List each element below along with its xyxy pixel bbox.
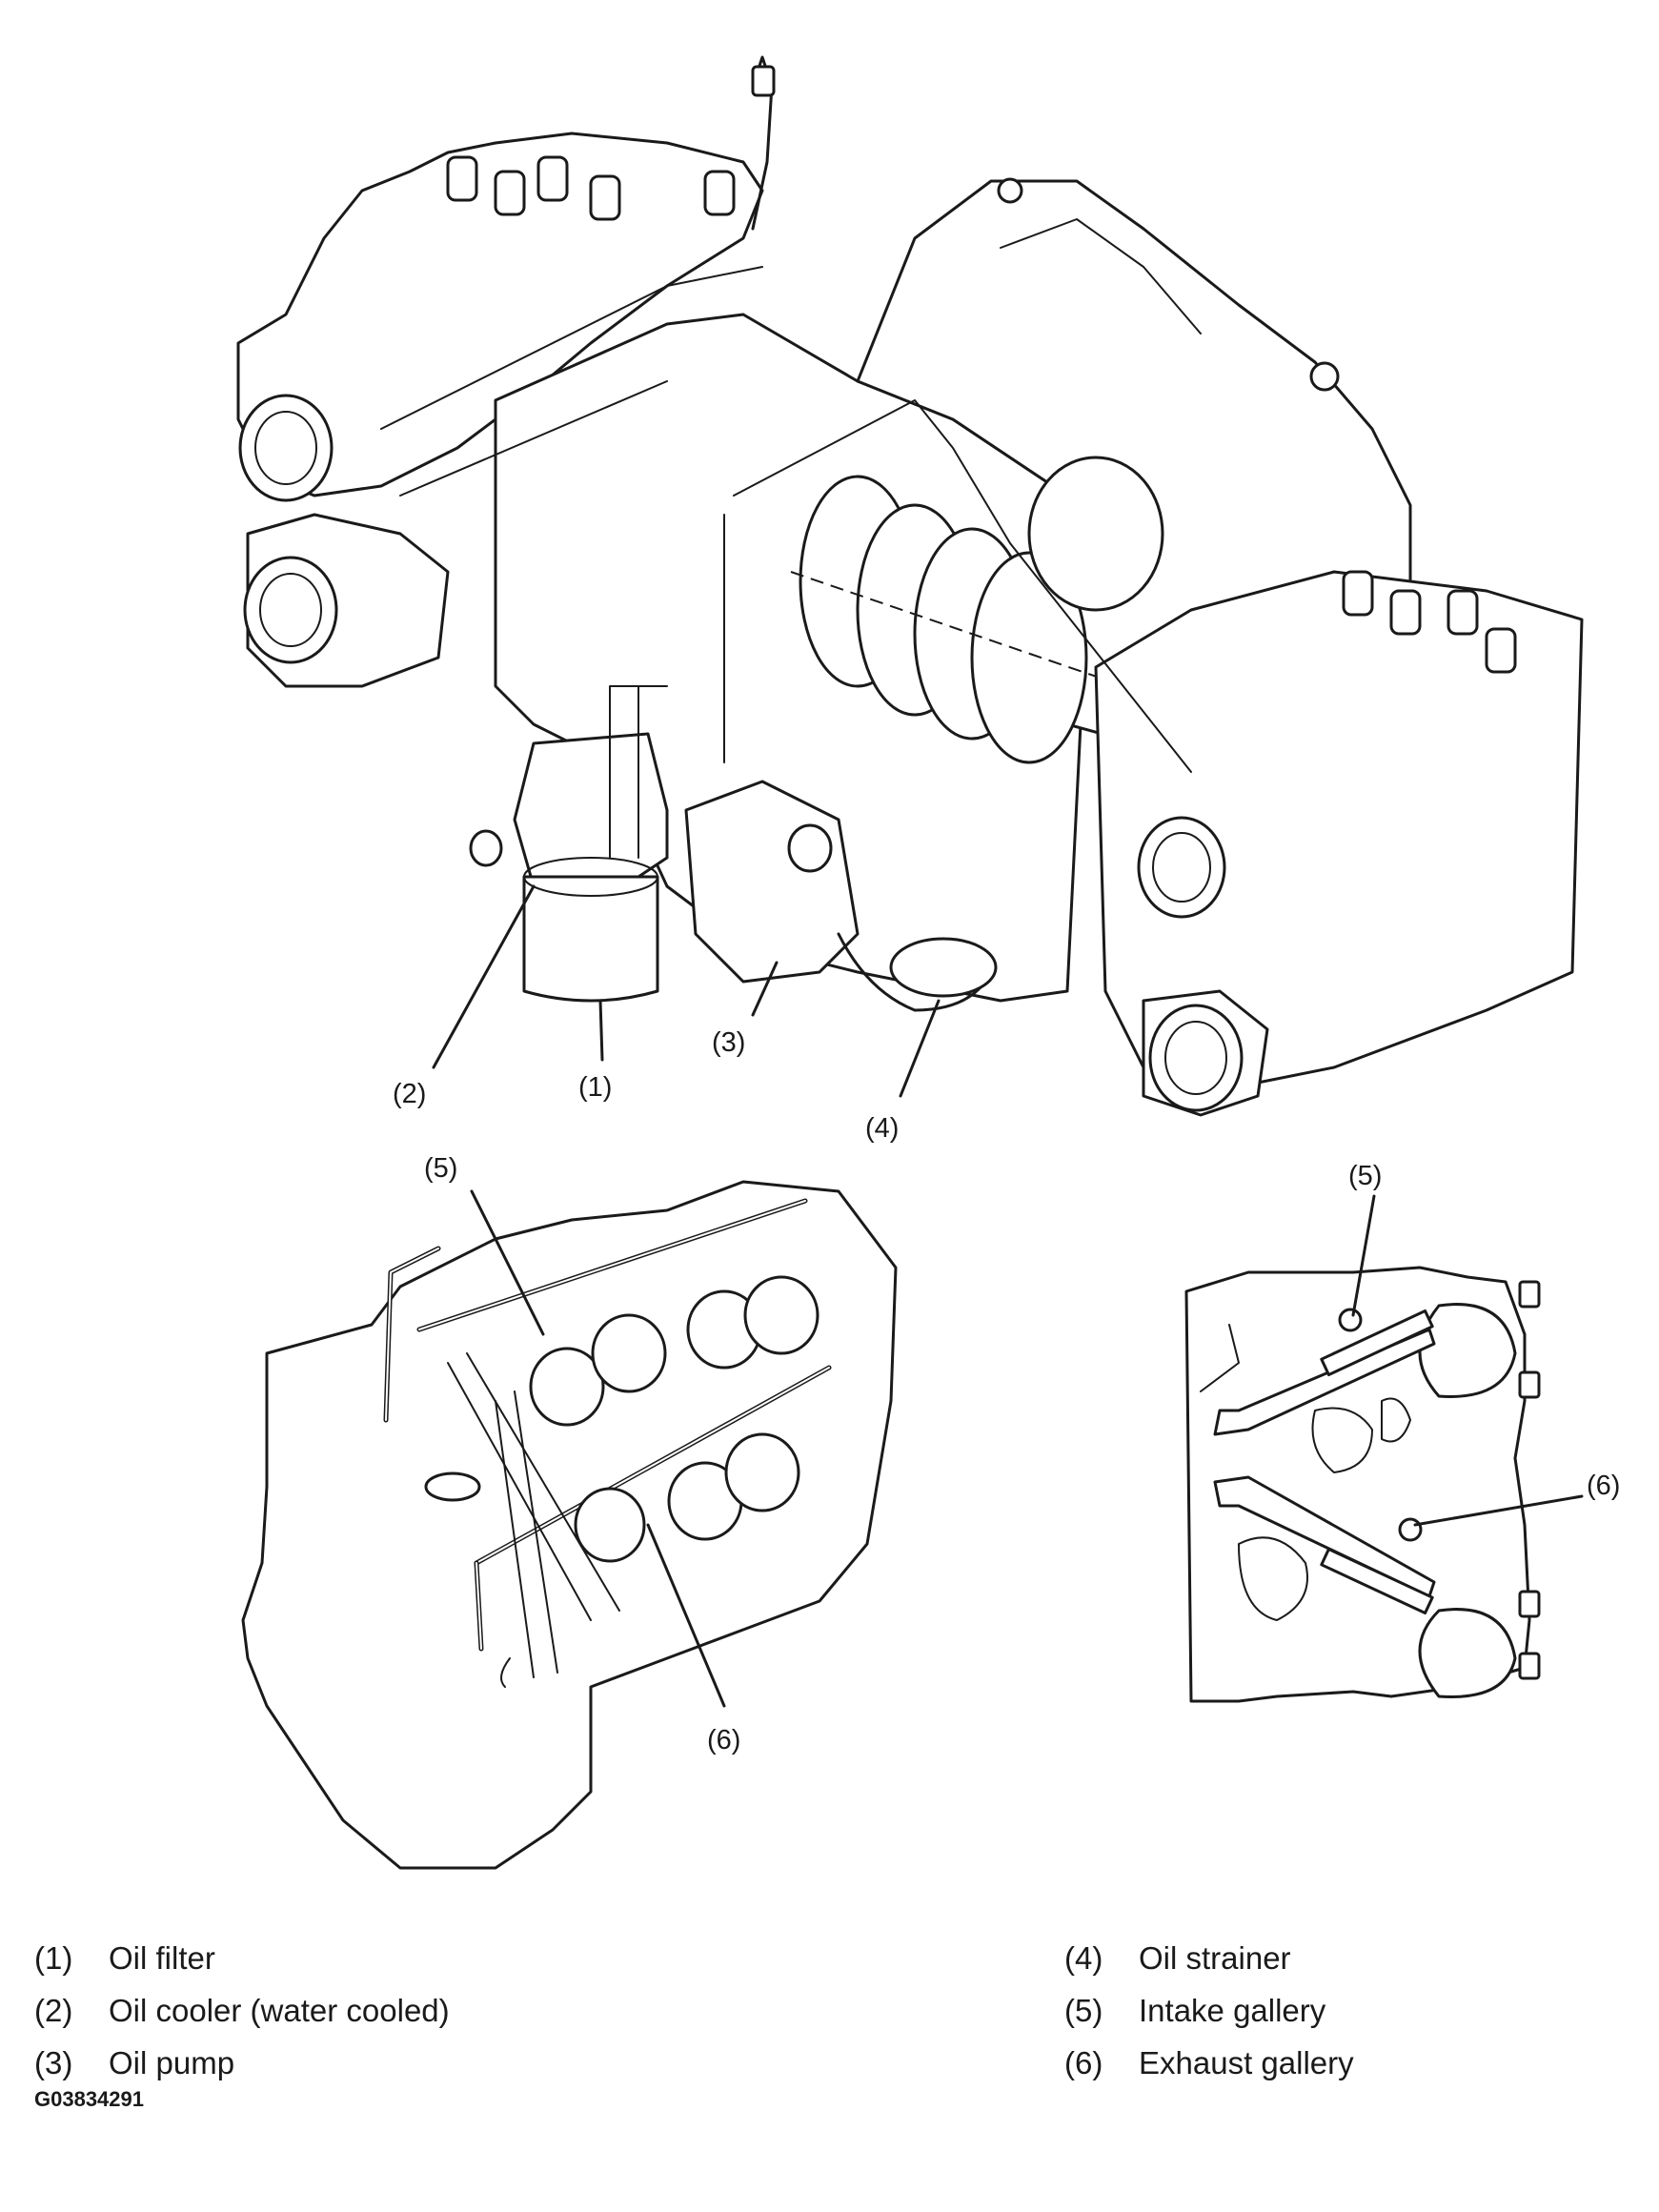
intake-gallery-hole (1338, 1308, 1363, 1332)
callout-leaders-left (470, 1189, 726, 1708)
legend-num: (1) (34, 1940, 73, 1976)
legend-num: (4) (1064, 1940, 1103, 1976)
callout-4: (4) (865, 1113, 899, 1144)
legend-label: Oil cooler (water cooled) (109, 1993, 450, 2028)
valve-bosses-upper (446, 155, 736, 221)
callout-leaders-main (432, 884, 941, 1098)
legend-label: Oil filter (109, 1940, 215, 1976)
callout-2: (2) (393, 1079, 426, 1109)
crankshaft (790, 456, 1164, 764)
valve-bosses-right (1342, 570, 1517, 674)
oil-strainer (837, 932, 993, 1012)
legend-label: Oil pump (109, 2045, 235, 2080)
cylinder-head-detail-left (241, 1180, 898, 1870)
oil-cooler-and-filter (469, 732, 669, 1003)
callout-5-right: (5) (1348, 1161, 1382, 1191)
legend-num: (5) (1064, 1993, 1103, 2028)
legend-label: Intake gallery (1139, 1993, 1326, 2028)
callout-1: (1) (578, 1072, 612, 1103)
cylinder-head-section-right (1184, 1266, 1541, 1703)
legend-num: (2) (34, 1993, 73, 2028)
callout-6-left: (6) (707, 1725, 740, 1755)
callout-6-right: (6) (1587, 1471, 1620, 1501)
legend-num: (3) (34, 2045, 73, 2080)
legend-label: Exhaust gallery (1139, 2045, 1354, 2080)
legend-label: Oil strainer (1139, 1940, 1291, 1976)
legend-num: (6) (1064, 2045, 1103, 2080)
callout-leaders-right (1351, 1194, 1584, 1527)
valves-and-tappets (424, 1275, 819, 1688)
callout-3: (3) (712, 1027, 745, 1058)
figure-id: G03834291 (34, 2087, 144, 2111)
exhaust-gallery-hole (1398, 1517, 1423, 1542)
engine-assembly-illustration (236, 55, 1584, 1117)
callout-5-left: (5) (424, 1153, 457, 1184)
